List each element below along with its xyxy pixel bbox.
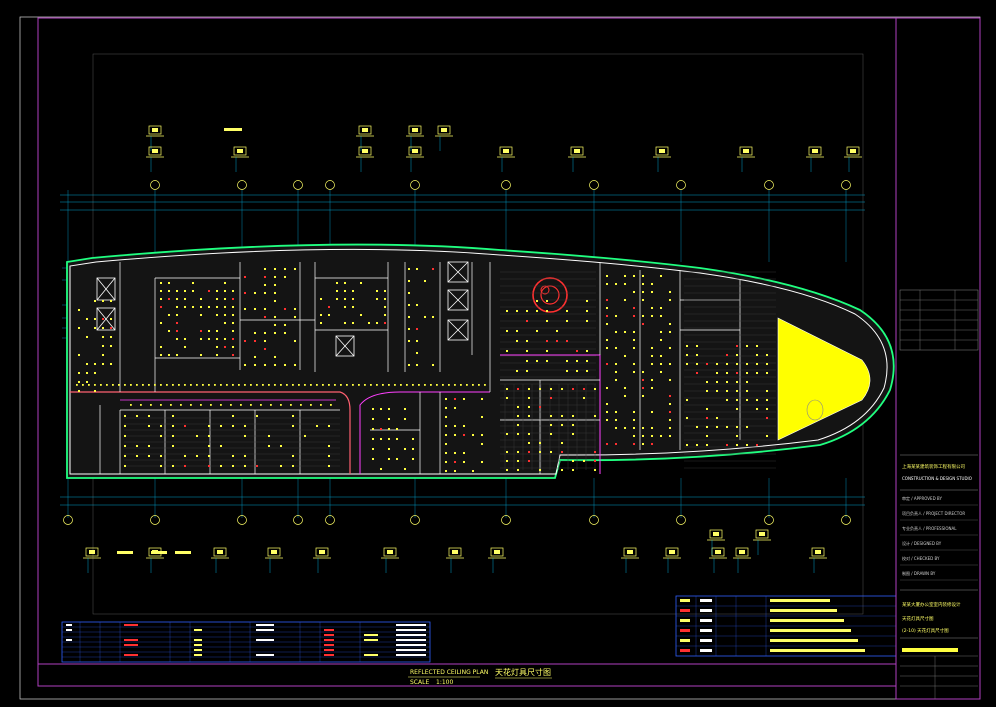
axis-bubble-top [764,180,774,190]
axis-bubble-bottom [589,515,599,525]
title-block-row: 专业负责人 / PROFESSIONAL [902,525,957,531]
light-callout-tag [406,125,424,151]
light-callout-tag [356,125,374,151]
light-callout-tag [435,125,453,151]
callout-label-bar [224,128,242,131]
project-name: 某某大厦办公室室内装修设计 [902,601,961,608]
light-callout-tag [146,125,164,151]
light-callout-tag [488,547,506,573]
title-block-row: 校对 / CHECKED BY [902,555,940,561]
light-callout-tag [753,529,771,555]
axis-bubble-top [410,180,420,190]
light-callout-tag [653,146,671,172]
drawing-subtitle: (2-10) 天花灯具尺寸图 [902,627,949,634]
light-callout-tag [497,146,515,172]
light-callout-tag [809,547,827,573]
yellow-ceiling-zone [777,317,871,441]
axis-bubble-top [501,180,511,190]
light-callout-tag [265,547,283,573]
light-callout-tag [83,547,101,573]
light-callout-tag [446,547,464,573]
light-callout-tag [806,146,824,172]
company-name-cn: 上海某某建筑装饰工程有限公司 [902,463,965,470]
dimension-lines [60,194,865,506]
axis-bubble-bottom [410,515,420,525]
legend-table [61,621,431,663]
light-callout-tag [381,547,399,573]
company-name-en: CONSTRUCTION & DESIGN STUDIO [902,476,972,481]
title-block-row: 制图 / DRAWN BY [902,570,936,576]
title-block: 上海某某建筑装饰工程有限公司 CONSTRUCTION & DESIGN STU… [895,17,981,700]
axis-bubble-top [589,180,599,190]
floor-plan [66,243,895,479]
light-callout-tag [568,146,586,172]
axis-bubble-top [150,180,160,190]
building-outline [66,243,895,479]
axis-bubble-top [676,180,686,190]
fixture-callout-tags [83,125,862,573]
axis-bubble-bottom [325,515,335,525]
drawing-title: 天花灯具尺寸图 [902,615,934,622]
notes-table [675,595,897,657]
light-callout-tag [406,146,424,172]
light-callout-tag [737,146,755,172]
axis-bubbles [63,180,851,525]
light-callout-tag [733,547,751,573]
callout-label-bar [117,551,133,554]
drawing-caption: REFLECTED CEILING PLAN 天花灯具尺寸图 SCALE 1:1… [408,667,552,686]
light-callout-tag [146,146,164,172]
title-block-row: 项目负责人 / PROJECT DIRECTOR [902,510,965,516]
callout-label-bar [151,551,167,554]
light-callout-tag [211,547,229,573]
caption-chinese: 天花灯具尺寸图 [495,667,551,677]
light-callout-tag [707,529,725,555]
axis-bubble-top [325,180,335,190]
axis-bubble-bottom [501,515,511,525]
axis-bubble-bottom [293,515,303,525]
axis-bubble-bottom [237,515,247,525]
light-callout-tag [844,146,862,172]
axis-bubble-top [841,180,851,190]
axis-bubble-bottom [676,515,686,525]
light-callout-tag [313,547,331,573]
callout-label-bar [175,551,191,554]
scale-value: 1:100 [436,679,453,686]
light-callout-tag [231,146,249,172]
axis-bubble-bottom [63,515,73,525]
title-block-row: 设计 / DESIGNED BY [902,540,942,546]
light-callout-tag [356,146,374,172]
axis-bubble-bottom [841,515,851,525]
axis-bubble-bottom [764,515,774,525]
scale-label: SCALE [410,679,429,686]
title-block-row: 审定 / APPROVED BY [902,495,942,501]
axis-bubble-bottom [150,515,160,525]
caption-english: REFLECTED CEILING PLAN [410,669,488,676]
light-callout-tag [663,547,681,573]
axis-bubble-top [293,180,303,190]
axis-bubble-top [237,180,247,190]
light-callout-tag [621,547,639,573]
